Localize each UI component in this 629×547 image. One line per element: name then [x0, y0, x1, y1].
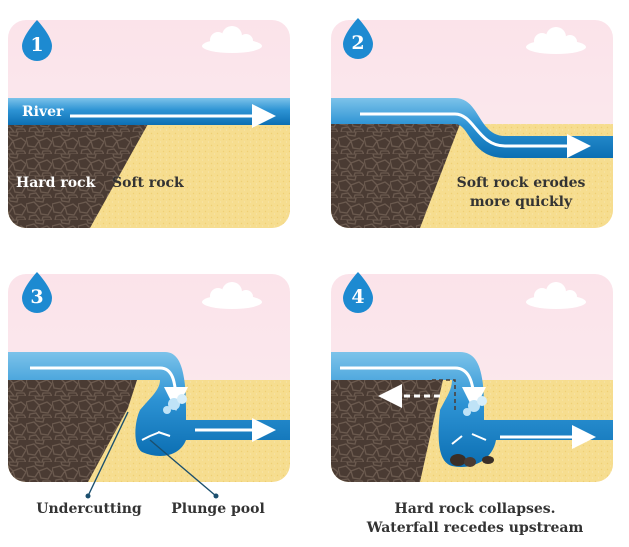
step-2-drop-icon: [343, 18, 373, 59]
pointer-dot: [213, 493, 219, 499]
panel-4: [331, 272, 613, 482]
collapsed-rocks: [450, 454, 494, 467]
undercutting-pointer: [87, 411, 129, 497]
river: [8, 98, 290, 125]
erosion-caption-line-2: more quickly: [469, 194, 573, 210]
flow-arrow: [30, 366, 188, 411]
flow-arrow: [340, 366, 486, 411]
step-1-drop-icon: [22, 20, 52, 61]
hard-rock-layer: [331, 380, 443, 482]
hard-rock-layer: [8, 124, 148, 228]
splash: [463, 396, 487, 416]
panel-1: [8, 20, 290, 228]
step-3-number: 3: [30, 286, 44, 308]
erosion-caption-line-1: Soft rock erodes: [456, 175, 586, 191]
cloud-icon: [526, 27, 586, 54]
collapse-caption-line-1: Hard rock collapses.: [394, 501, 556, 517]
plunge-pool-label: Plunge pool: [171, 501, 265, 517]
cloud-icon: [202, 26, 262, 53]
step-1-number: 1: [30, 34, 44, 56]
river-label: River: [22, 104, 64, 120]
former-cliff-outline: [432, 379, 456, 410]
soft-rock-label: Soft rock: [112, 175, 184, 191]
collapse-caption-line-2: Waterfall recedes upstream: [366, 520, 584, 536]
panel-2: [331, 18, 613, 228]
hard-rock-layer: [331, 124, 460, 228]
step-4-drop-icon: [343, 272, 373, 313]
plunge-pool-pointer: [149, 439, 217, 497]
swirl-arrows: [451, 433, 487, 445]
hard-rock-layer: [8, 380, 137, 482]
step-3-drop-icon: [22, 272, 52, 313]
flow-arrow: [360, 112, 591, 158]
step-4-number: 4: [351, 286, 365, 308]
panel-3: [8, 272, 290, 499]
hard-rock-label: Hard rock: [16, 175, 96, 191]
swirl-arrows: [141, 431, 171, 441]
step-2-number: 2: [351, 32, 365, 54]
undercutting-label: Undercutting: [36, 501, 142, 517]
cloud-icon: [202, 282, 262, 309]
splash: [163, 394, 187, 414]
cloud-icon: [526, 282, 586, 309]
pointer-dot: [85, 493, 91, 499]
